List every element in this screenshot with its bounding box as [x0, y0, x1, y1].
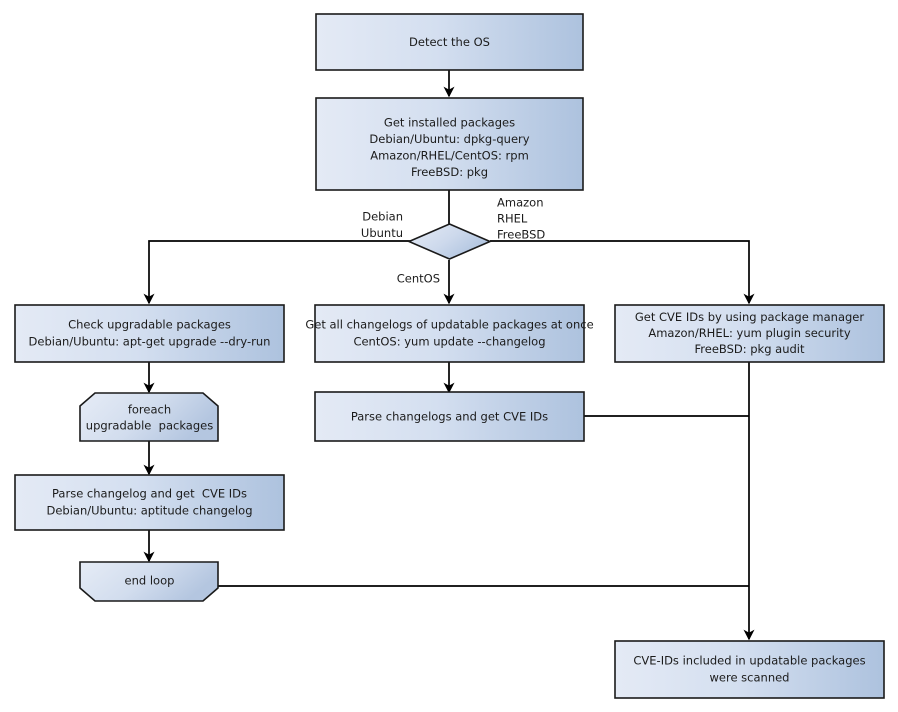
cve-ids-scanned-line-1: CVE-IDs included in updatable packages — [633, 654, 865, 668]
node-os-decision[interactable] — [406, 223, 493, 260]
connector-layer — [143, 70, 755, 641]
edge-label-centos: CentOS — [397, 272, 440, 286]
get-all-changelogs-box[interactable] — [314, 304, 585, 363]
cve-ids-scanned-line-2: were scanned — [709, 671, 789, 685]
end-loop-label: end loop — [125, 574, 175, 588]
detect-the-os-label: Detect the OS — [409, 35, 490, 49]
edge-label-debian: Debian — [362, 210, 403, 224]
get-cve-ids-package-manager-box[interactable] — [614, 304, 885, 363]
node-parse-changelogs-get-cve-ids[interactable]: Parse changelogs and get CVE IDs — [314, 391, 585, 442]
check-upgradable-line-2: Debian/Ubuntu: apt-get upgrade --dry-run — [29, 335, 271, 349]
get-all-changelogs-line-1: Get all changelogs of updatable packages… — [305, 318, 593, 332]
node-parse-changelog-get-cve-ids[interactable]: Parse changelog and get CVE IDs Debian/U… — [14, 474, 285, 531]
get-cve-pkgmgr-line-3: FreeBSD: pkg audit — [694, 342, 805, 356]
foreach-line-1: foreach — [128, 403, 171, 417]
edge-label-group: Debian Ubuntu Amazon RHEL FreeBSD CentOS — [361, 196, 545, 286]
parse-changelog-line-1: Parse changelog and get CVE IDs — [52, 487, 247, 501]
get-all-changelogs-line-2: CentOS: yum update --changelog — [353, 335, 545, 349]
node-get-installed-packages[interactable]: Get installed packages Debian/Ubuntu: dp… — [315, 97, 584, 191]
parse-changelogs-box[interactable] — [314, 391, 585, 442]
edge-label-ubuntu: Ubuntu — [361, 226, 403, 240]
get-installed-packages-line-1: Get installed packages — [384, 116, 515, 130]
node-detect-the-os[interactable]: Detect the OS — [315, 13, 584, 71]
node-get-all-changelogs[interactable]: Get all changelogs of updatable packages… — [305, 304, 594, 363]
check-upgradable-line-1: Check upgradable packages — [68, 318, 231, 332]
get-installed-packages-box[interactable] — [315, 97, 584, 191]
node-end-loop[interactable]: end loop — [79, 561, 219, 602]
get-installed-packages-line-4: FreeBSD: pkg — [411, 165, 488, 179]
get-installed-packages-line-2: Debian/Ubuntu: dpkg-query — [369, 132, 529, 146]
parse-changelog-box[interactable] — [14, 474, 285, 531]
detect-the-os-box[interactable] — [315, 13, 584, 71]
get-cve-pkgmgr-line-2: Amazon/RHEL: yum plugin security — [648, 326, 850, 340]
edge-label-rhel: RHEL — [497, 212, 528, 226]
edge-label-freebsd: FreeBSD — [497, 228, 545, 242]
node-check-upgradable-packages[interactable]: Check upgradable packages Debian/Ubuntu:… — [14, 304, 285, 363]
node-get-cve-ids-package-manager[interactable]: Get CVE IDs by using package manager Ama… — [614, 304, 885, 363]
check-upgradable-packages-box[interactable] — [14, 304, 285, 363]
parse-changelogs-label: Parse changelogs and get CVE IDs — [351, 410, 548, 424]
os-decision-diamond[interactable] — [406, 223, 493, 260]
get-installed-packages-line-3: Amazon/RHEL/CentOS: rpm — [370, 149, 529, 163]
edge-label-amazon: Amazon — [497, 196, 543, 210]
node-cve-ids-scanned-result[interactable]: CVE-IDs included in updatable packages w… — [614, 640, 885, 699]
cve-ids-scanned-box[interactable] — [614, 640, 885, 699]
node-foreach-upgradable-packages[interactable]: foreach upgradable packages — [79, 392, 219, 442]
get-cve-pkgmgr-line-1: Get CVE IDs by using package manager — [635, 310, 865, 324]
parse-changelog-line-2: Debian/Ubuntu: aptitude changelog — [47, 504, 253, 518]
connector-decision-to-get-cve-pkgmgr — [490, 240, 755, 305]
connector-decision-to-check-upgradable — [143, 240, 412, 305]
foreach-line-2: upgradable packages — [86, 419, 213, 433]
end-loop-shape[interactable] — [79, 561, 219, 602]
foreach-loop-shape[interactable] — [79, 392, 219, 442]
